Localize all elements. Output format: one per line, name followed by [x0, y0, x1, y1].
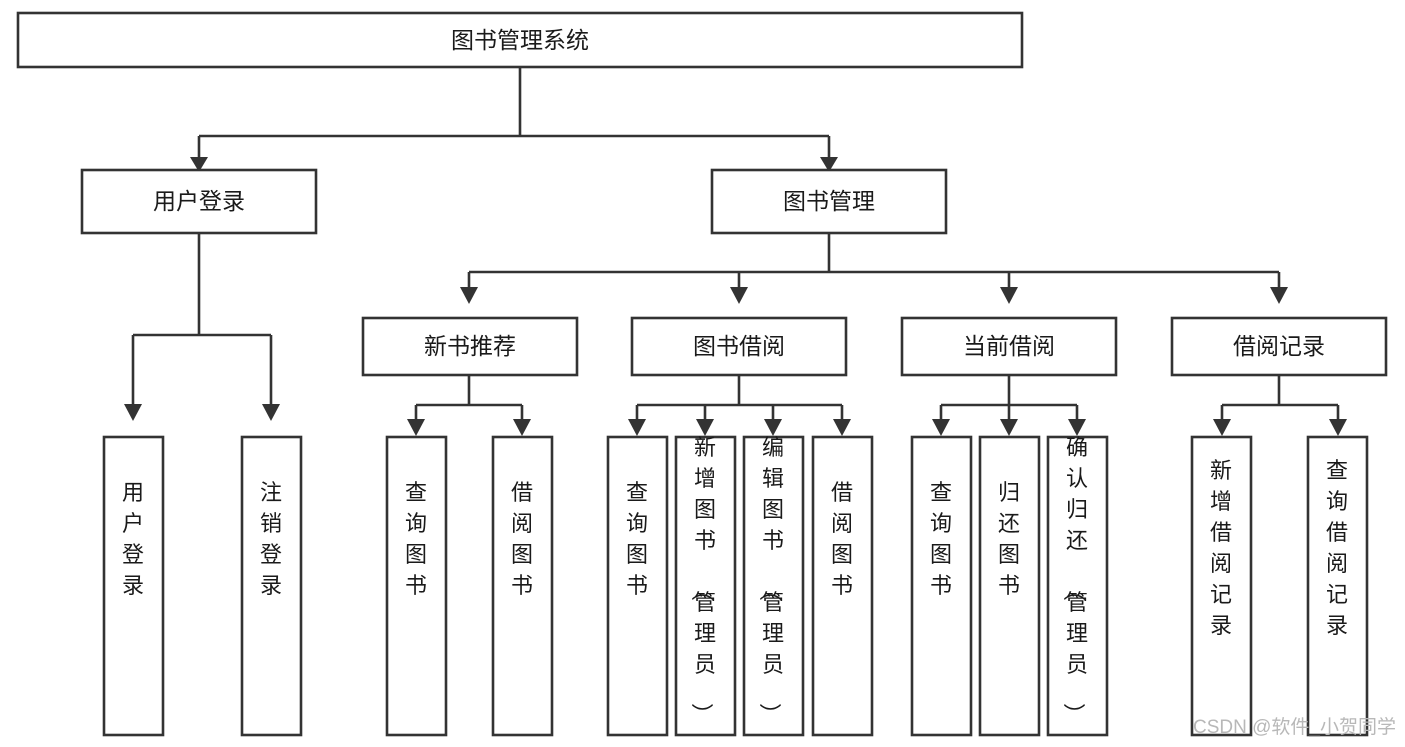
arrow-to-leaf-borrow-book-1	[513, 419, 531, 436]
borrow-record-label: 借阅记录	[1233, 333, 1325, 359]
leaf-query-book-1-box[interactable]	[385, 435, 448, 737]
arrow-to-borrow-record	[1270, 287, 1288, 304]
arrow-to-leaf-logout	[262, 404, 280, 421]
leaf-nodes-layer: 用户登录 注销登录 查询图书 借阅图书 查询图书 新增图书（管理员） 编辑图书（…	[102, 435, 1369, 737]
leaf-confirm-return-box[interactable]	[1046, 435, 1109, 737]
leaf-borrow-book-2-box[interactable]	[811, 435, 874, 737]
node-book-management[interactable]: 图书管理	[710, 168, 948, 235]
borrow-record-box[interactable]	[1170, 316, 1388, 377]
leaf-query-record-label: 查询借阅记录	[1326, 458, 1348, 638]
node-leaf-query-book-2[interactable]: 查询图书	[606, 435, 669, 737]
node-leaf-add-record[interactable]: 新增借阅记录	[1190, 435, 1253, 737]
arrow-to-leaf-return-book	[1000, 419, 1018, 436]
arrow-to-leaf-edit-book	[764, 419, 782, 436]
leaf-edit-book-label: 编辑图书（管理员）	[757, 435, 784, 725]
leaf-return-book-label: 归还图书	[998, 480, 1020, 598]
root-box[interactable]	[16, 11, 1024, 69]
leaf-logout-label: 注销登录	[260, 480, 282, 598]
node-leaf-add-book[interactable]: 新增图书（管理员）	[674, 435, 737, 737]
watermark-text: CSDN @软件_小贺同学	[1193, 716, 1396, 738]
arrow-to-book-management	[820, 157, 838, 172]
user-login-box[interactable]	[80, 168, 318, 235]
arrow-to-new-book-recommend	[460, 287, 478, 304]
leaf-query-book-3-box[interactable]	[910, 435, 973, 737]
node-leaf-borrow-book-2[interactable]: 借阅图书	[811, 435, 874, 737]
leaf-edit-book-box[interactable]	[742, 435, 805, 737]
node-leaf-logout[interactable]: 注销登录	[240, 435, 303, 737]
node-book-borrow[interactable]: 图书借阅	[630, 316, 848, 377]
arrow-to-user-login	[190, 157, 208, 172]
new-book-recommend-label: 新书推荐	[424, 333, 516, 359]
leaf-add-book-box[interactable]	[674, 435, 737, 737]
book-borrow-label: 图书借阅	[693, 333, 785, 359]
leaf-query-book-1-label: 查询图书	[405, 480, 427, 598]
book-management-box[interactable]	[710, 168, 948, 235]
leaf-add-book-label: 新增图书（管理员）	[689, 435, 716, 725]
arrow-to-book-borrow	[730, 287, 748, 304]
leaf-borrow-book-1-label: 借阅图书	[511, 480, 533, 598]
leaf-add-record-label: 新增借阅记录	[1210, 458, 1232, 638]
edge-borrow-record-trunk	[1220, 375, 1340, 420]
node-root[interactable]: 图书管理系统	[16, 11, 1024, 69]
leaf-borrow-book-1-box[interactable]	[491, 435, 554, 737]
leaf-query-book-2-box[interactable]	[606, 435, 669, 737]
edge-current-borrow-trunk	[939, 375, 1079, 420]
edge-user-login-trunk	[131, 233, 273, 406]
node-leaf-confirm-return[interactable]: 确认归还（管理员）	[1046, 435, 1109, 737]
leaf-query-record-box[interactable]	[1306, 435, 1369, 737]
node-leaf-query-record[interactable]: 查询借阅记录	[1306, 435, 1369, 737]
edge-root-trunk	[197, 67, 831, 158]
leaf-user-login-box[interactable]	[102, 435, 165, 737]
leaf-borrow-book-2-label: 借阅图书	[831, 480, 853, 598]
arrow-to-current-borrow	[1000, 287, 1018, 304]
current-borrow-box[interactable]	[900, 316, 1118, 377]
edges-layer	[124, 67, 1347, 436]
leaf-logout-box[interactable]	[240, 435, 303, 737]
leaf-add-record-box[interactable]	[1190, 435, 1253, 737]
arrow-to-leaf-add-record	[1213, 419, 1231, 436]
arrow-to-leaf-query-record	[1329, 419, 1347, 436]
node-borrow-record[interactable]: 借阅记录	[1170, 316, 1388, 377]
leaf-return-book-box[interactable]	[978, 435, 1041, 737]
root-label: 图书管理系统	[451, 27, 589, 53]
arrow-to-leaf-user-login	[124, 404, 142, 421]
book-borrow-box[interactable]	[630, 316, 848, 377]
new-book-recommend-box[interactable]	[361, 316, 579, 377]
user-login-label: 用户登录	[153, 188, 245, 214]
book-management-label: 图书管理	[783, 188, 875, 214]
node-leaf-user-login[interactable]: 用户登录	[102, 435, 165, 737]
edge-book-borrow-trunk	[635, 375, 844, 420]
node-new-book-recommend[interactable]: 新书推荐	[361, 316, 579, 377]
arrow-to-leaf-confirm-return	[1068, 419, 1086, 436]
node-current-borrow[interactable]: 当前借阅	[900, 316, 1118, 377]
arrow-to-leaf-borrow-book-2	[833, 419, 851, 436]
leaf-query-book-2-label: 查询图书	[626, 480, 648, 598]
current-borrow-label: 当前借阅	[963, 333, 1055, 359]
node-leaf-borrow-book-1[interactable]: 借阅图书	[491, 435, 554, 737]
arrow-to-leaf-query-book-1	[407, 419, 425, 436]
leaf-user-login-label: 用户登录	[122, 480, 144, 598]
edge-new-book-recommend-trunk	[414, 375, 524, 420]
arrow-to-leaf-query-book-2	[628, 419, 646, 436]
node-leaf-return-book[interactable]: 归还图书	[978, 435, 1041, 737]
leaf-query-book-3-label: 查询图书	[930, 480, 952, 598]
edge-book-management-trunk	[467, 233, 1281, 288]
arrow-to-leaf-query-book-3	[932, 419, 950, 436]
node-leaf-query-book-1[interactable]: 查询图书	[385, 435, 448, 737]
leaf-confirm-return-label: 确认归还（管理员）	[1061, 435, 1088, 725]
node-leaf-edit-book[interactable]: 编辑图书（管理员）	[742, 435, 805, 737]
node-leaf-query-book-3[interactable]: 查询图书	[910, 435, 973, 737]
node-user-login[interactable]: 用户登录	[80, 168, 318, 235]
arrow-to-leaf-add-book	[696, 419, 714, 436]
